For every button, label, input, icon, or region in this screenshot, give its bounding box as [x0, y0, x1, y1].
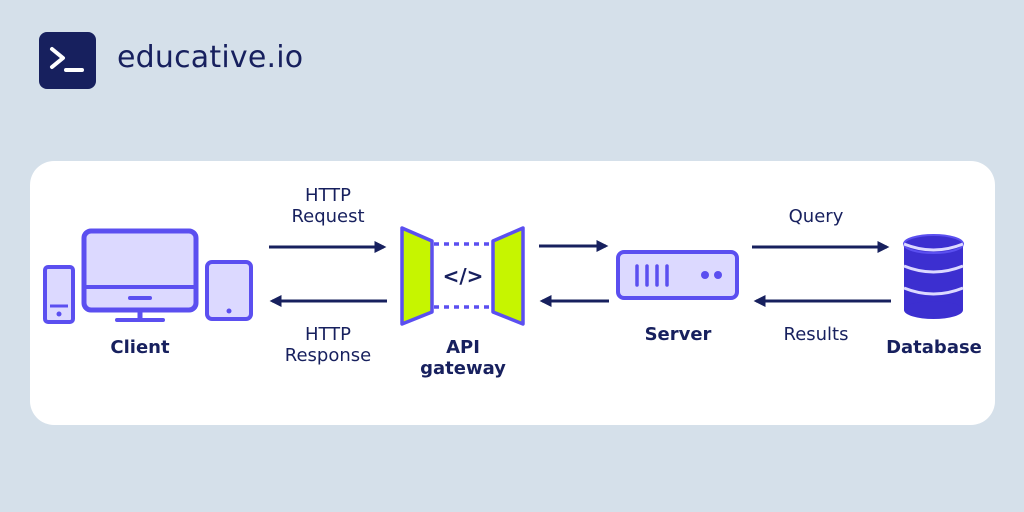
server-label: Server: [644, 324, 712, 345]
database-icon: [903, 234, 964, 319]
http-request-label-line1: HTTP: [304, 185, 352, 206]
tablet-icon: [205, 260, 253, 321]
desktop-monitor-icon: [81, 228, 199, 322]
client-node: [43, 228, 253, 324]
http-request-label-line2: Request: [291, 206, 365, 227]
database-label: Database: [886, 337, 982, 358]
http-response-label-line1: HTTP: [304, 324, 352, 345]
results-label: Results: [783, 324, 849, 345]
smartphone-icon: [43, 265, 75, 324]
query-label: Query: [788, 206, 844, 227]
server-icon: [616, 250, 739, 300]
api-gateway-label-line2: gateway: [420, 358, 506, 379]
terminal-prompt-icon: [39, 32, 96, 89]
client-label: Client: [110, 337, 170, 358]
http-response-label-line2: Response: [284, 345, 372, 366]
api-gateway-node: [400, 226, 525, 326]
api-gateway-label-line1: API: [446, 337, 480, 358]
gateway-code-icon: </>: [442, 264, 484, 288]
brand-name: educative.io: [117, 40, 304, 75]
